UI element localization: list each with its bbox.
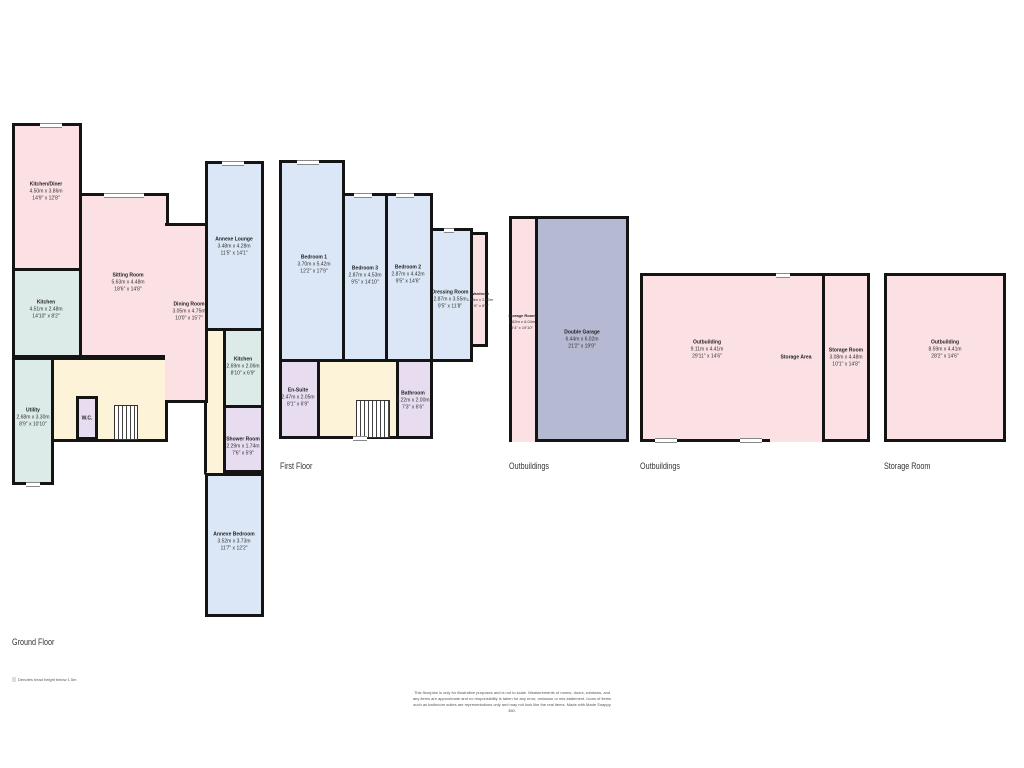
room-outbuilding-2: [884, 273, 1006, 442]
window: [354, 193, 372, 198]
room-double-garage: [535, 216, 629, 442]
outbuildings-caption: Outbuildings: [509, 461, 550, 471]
head-height-note-text: Denotes head height below 1.5m: [18, 677, 77, 682]
hallway: [50, 357, 168, 442]
window: [740, 438, 762, 443]
window: [444, 228, 454, 233]
window: [776, 273, 790, 278]
room-shower-room: [223, 405, 264, 473]
room-storage-room-2: [822, 273, 870, 442]
window: [353, 436, 367, 441]
first-floor-caption: First Floor: [280, 461, 313, 471]
window: [297, 160, 319, 165]
room-wardrobe: [470, 232, 488, 347]
storage-room-caption: Storage Room: [884, 461, 931, 471]
window: [655, 438, 677, 443]
room-annexe-kitchen: [223, 328, 264, 408]
room-annexe-lounge: [205, 161, 264, 331]
label-wc: W.C.: [81, 415, 93, 422]
window: [40, 123, 62, 128]
head-height-swatch: [12, 677, 16, 683]
window: [104, 193, 144, 198]
room-outbuilding: [640, 273, 773, 442]
label-storage-area: Storage Area: [780, 354, 812, 361]
outbuildings-caption-2: Outbuildings: [640, 461, 681, 471]
window: [222, 161, 244, 166]
head-height-note: Denotes head height below 1.5m: [12, 677, 77, 683]
window: [396, 193, 414, 198]
room-annexe-bedroom: [205, 473, 264, 617]
room-utility: [12, 357, 54, 485]
ground-floor-caption: Ground Floor: [12, 637, 55, 647]
room-kitchen: [12, 268, 82, 358]
room-storage-area: [770, 273, 825, 442]
stairs: [356, 400, 390, 438]
window: [26, 482, 40, 487]
stairs: [114, 405, 138, 440]
room-bathroom: [396, 359, 433, 439]
room-en-suite: [279, 359, 320, 439]
room-wc: [76, 396, 98, 440]
disclaimer: This floorplan is only for illustrative …: [412, 690, 612, 713]
